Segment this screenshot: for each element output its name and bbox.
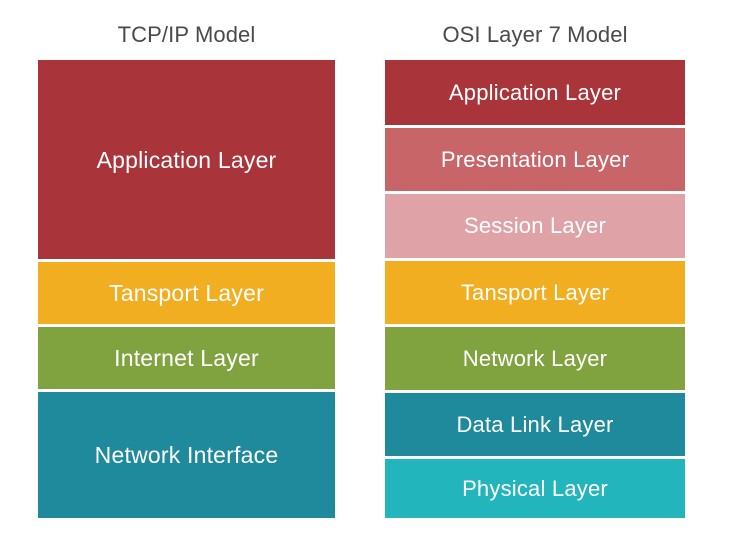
layer-label: Network Interface xyxy=(94,442,279,468)
layer-box[interactable]: Application Layer xyxy=(38,60,335,259)
layer-label: Network Layer xyxy=(462,345,608,371)
layer-label: Tansport Layer xyxy=(460,279,610,305)
layer-label: Data Link Layer xyxy=(456,411,614,437)
tcpip-column-title: TCP/IP Model xyxy=(117,22,256,47)
layer-box[interactable]: Tansport Layer xyxy=(38,262,335,324)
layer-label: Internet Layer xyxy=(114,345,259,371)
layer-label: Tansport Layer xyxy=(109,280,264,306)
layer-box[interactable]: Tansport Layer xyxy=(385,261,685,324)
layer-box[interactable]: Session Layer xyxy=(385,194,685,258)
layer-label: Presentation Layer xyxy=(440,146,630,172)
layer-box[interactable]: Application Layer xyxy=(385,60,685,125)
layer-label: Application Layer xyxy=(96,146,277,173)
layer-label: Physical Layer xyxy=(462,475,608,501)
layer-label: Session Layer xyxy=(463,213,606,238)
osi-column-title: OSI Layer 7 Model xyxy=(442,22,628,47)
layer-box[interactable]: Network Layer xyxy=(385,327,685,390)
layer-box[interactable]: Network Interface xyxy=(38,392,335,518)
layer-label: Application Layer xyxy=(448,79,622,105)
layer-box[interactable]: Data Link Layer xyxy=(385,393,685,456)
layer-box[interactable]: Internet Layer xyxy=(38,327,335,389)
layer-box[interactable]: Physical Layer xyxy=(385,459,685,518)
layer-box[interactable]: Presentation Layer xyxy=(385,128,685,191)
